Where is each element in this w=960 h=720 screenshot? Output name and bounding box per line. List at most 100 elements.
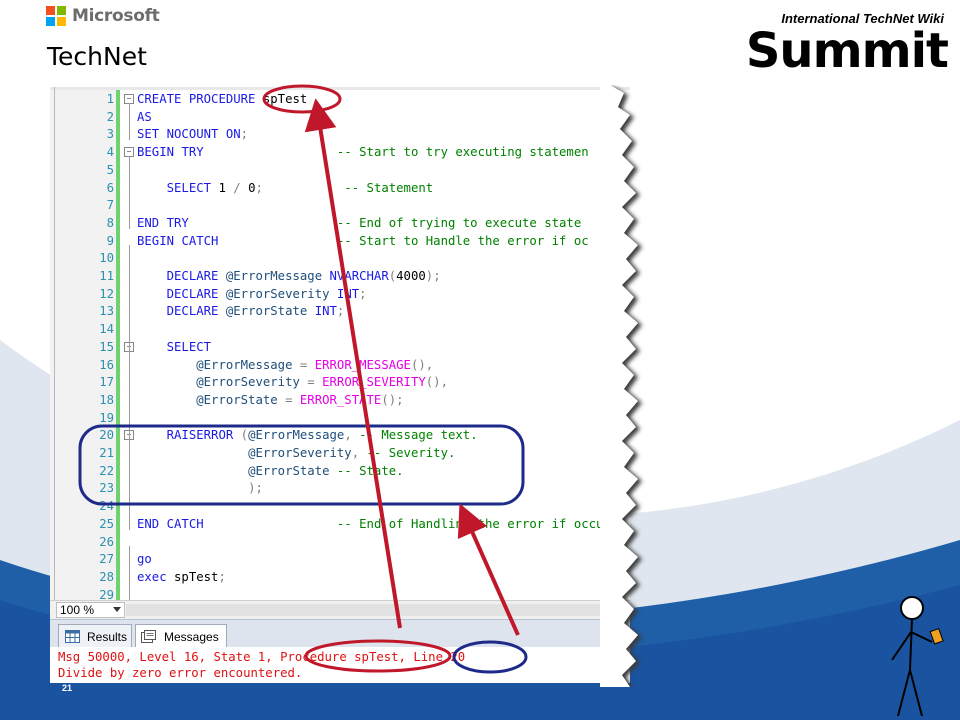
code-text: @ErrorSeverity = ERROR_SEVERITY(), <box>196 375 448 390</box>
line-number: 24 <box>99 499 114 514</box>
code-text: @ErrorState = ERROR_STATE(); <box>196 392 404 407</box>
tab-results[interactable]: Results <box>58 624 132 648</box>
code-text: DECLARE @ErrorSeverity INT; <box>166 286 367 301</box>
line-number: 14 <box>99 322 114 337</box>
line-number: 13 <box>99 304 114 319</box>
line-number: 1 <box>106 92 114 106</box>
code-line[interactable]: 22 @ErrorState -- State. <box>50 462 630 480</box>
error-detail-line: Divide by zero error encountered. <box>58 666 303 680</box>
code-line[interactable]: 12 DECLARE @ErrorSeverity INT; <box>50 285 630 303</box>
line-number: 26 <box>99 534 114 549</box>
outline-guide <box>129 545 130 601</box>
code-line[interactable]: 7 <box>50 196 630 214</box>
zoom-bar: 100 % <box>50 600 630 619</box>
change-tracking-bar <box>116 90 120 602</box>
code-text: DECLARE @ErrorMessage NVARCHAR(4000); <box>166 269 441 283</box>
line-number: 3 <box>106 127 114 142</box>
error-message-line: Msg 50000, Level 16, State 1, Procedure … <box>58 650 466 664</box>
summit-subtitle: International TechNet Wiki <box>781 11 944 26</box>
torn-paper-edge <box>600 85 642 687</box>
line-number: 15 <box>99 339 114 354</box>
outline-guide <box>129 439 130 495</box>
code-text: exec spTest; <box>137 569 226 584</box>
code-text: BEGIN TRY -- Start to try executing stat… <box>137 145 589 160</box>
code-line[interactable]: 3 SET NOCOUNT ON; <box>50 125 630 143</box>
line-number: 2 <box>106 109 114 124</box>
code-text: @ErrorSeverity, -- Severity. <box>248 446 456 460</box>
line-number: 5 <box>106 162 114 177</box>
line-number: 27 <box>99 552 114 567</box>
code-line[interactable]: 26 <box>50 533 630 551</box>
code-line[interactable]: 25 END CATCH -- End of Handling the error… <box>50 515 630 533</box>
microsoft-logo: Microsoft <box>46 6 160 26</box>
line-number: 20 <box>99 428 114 443</box>
code-line[interactable]: 17 @ErrorSeverity = ERROR_SEVERITY(), <box>50 373 630 391</box>
grid-icon <box>65 630 80 643</box>
code-text: @ErrorMessage = ERROR_MESSAGE(), <box>196 357 434 372</box>
summit-logo-text: Summit <box>745 23 949 79</box>
code-text: END TRY -- End of trying to execute stat… <box>137 215 582 230</box>
code-line[interactable]: 27 go <box>50 550 630 568</box>
line-number: 16 <box>99 357 114 372</box>
code-text: SET NOCOUNT ON; <box>137 127 249 142</box>
line-number: 4 <box>106 145 114 160</box>
code-line[interactable]: 16 @ErrorMessage = ERROR_MESSAGE(), <box>50 356 630 374</box>
code-line[interactable]: 18 @ErrorState = ERROR_STATE(); <box>50 391 630 409</box>
outline-guide <box>129 350 130 406</box>
code-line[interactable]: 23 ); <box>50 479 630 497</box>
line-number: 6 <box>106 180 114 195</box>
line-number: 25 <box>99 516 114 531</box>
code-text: go <box>137 552 152 567</box>
microsoft-windows-icon <box>46 6 66 26</box>
code-text: DECLARE @ErrorState INT; <box>166 304 345 319</box>
line-number: 19 <box>99 410 114 425</box>
code-line[interactable]: 1−CREATE PROCEDURE spTest <box>50 90 630 108</box>
zoom-select[interactable]: 100 % <box>56 602 125 618</box>
code-text: ); <box>248 481 263 496</box>
code-text: SELECT 1 / 0; -- Statement <box>166 180 434 195</box>
code-text: @ErrorState -- State. <box>248 463 404 478</box>
line-number: 23 <box>99 481 114 496</box>
code-line[interactable]: 28 exec spTest; <box>50 568 630 586</box>
tab-messages-label: Messages <box>164 630 219 644</box>
code-line[interactable]: 29 <box>50 586 630 604</box>
results-tab-strip: Results Messages <box>50 619 630 648</box>
code-line[interactable]: 5 <box>50 161 630 179</box>
code-line[interactable]: 21 @ErrorSeverity, -- Severity. <box>50 444 630 462</box>
page-title: TechNet <box>47 42 147 71</box>
code-line[interactable]: 9 BEGIN CATCH -- Start to Handle the erro… <box>50 232 630 250</box>
code-line[interactable]: 4−BEGIN TRY -- Start to try executing st… <box>50 143 630 161</box>
line-number: 7 <box>106 198 114 213</box>
code-text: BEGIN CATCH -- Start to Handle the error… <box>137 233 589 248</box>
code-line[interactable]: 15− SELECT <box>50 338 630 356</box>
messages-pane: Msg 50000, Level 16, State 1, Procedure … <box>50 647 630 683</box>
code-line[interactable]: 24 <box>50 497 630 515</box>
code-line[interactable]: 11 DECLARE @ErrorMessage NVARCHAR(4000); <box>50 267 630 285</box>
code-line[interactable]: 2 AS <box>50 108 630 126</box>
code-text: END CATCH -- End of Handling the error i… <box>137 516 604 531</box>
code-line[interactable]: 10 <box>50 249 630 267</box>
code-line[interactable]: 6 SELECT 1 / 0; -- Statement <box>50 179 630 197</box>
horizontal-scrollbar[interactable] <box>126 604 626 616</box>
line-number-gutter <box>50 90 116 602</box>
code-text: AS <box>137 109 152 124</box>
tab-results-label: Results <box>87 630 128 644</box>
line-number: 21 <box>99 446 114 460</box>
code-line[interactable]: 20− RAISERROR (@ErrorMessage, -- Message… <box>50 426 630 444</box>
code-line[interactable]: 19 <box>50 409 630 427</box>
tab-messages[interactable]: Messages <box>135 624 227 648</box>
line-number: 17 <box>99 375 114 390</box>
zoom-value: 100 % <box>60 603 95 617</box>
code-line[interactable]: 14 <box>50 320 630 338</box>
line-number: 28 <box>99 569 114 584</box>
outline-guide <box>129 103 130 141</box>
messages-icon <box>141 630 156 643</box>
line-number: 11 <box>99 269 114 283</box>
code-line[interactable]: 13 DECLARE @ErrorState INT; <box>50 302 630 320</box>
line-number: 12 <box>99 286 114 301</box>
outline-guide <box>129 156 130 229</box>
line-number: 9 <box>106 233 114 248</box>
code-text: SELECT <box>166 339 212 354</box>
